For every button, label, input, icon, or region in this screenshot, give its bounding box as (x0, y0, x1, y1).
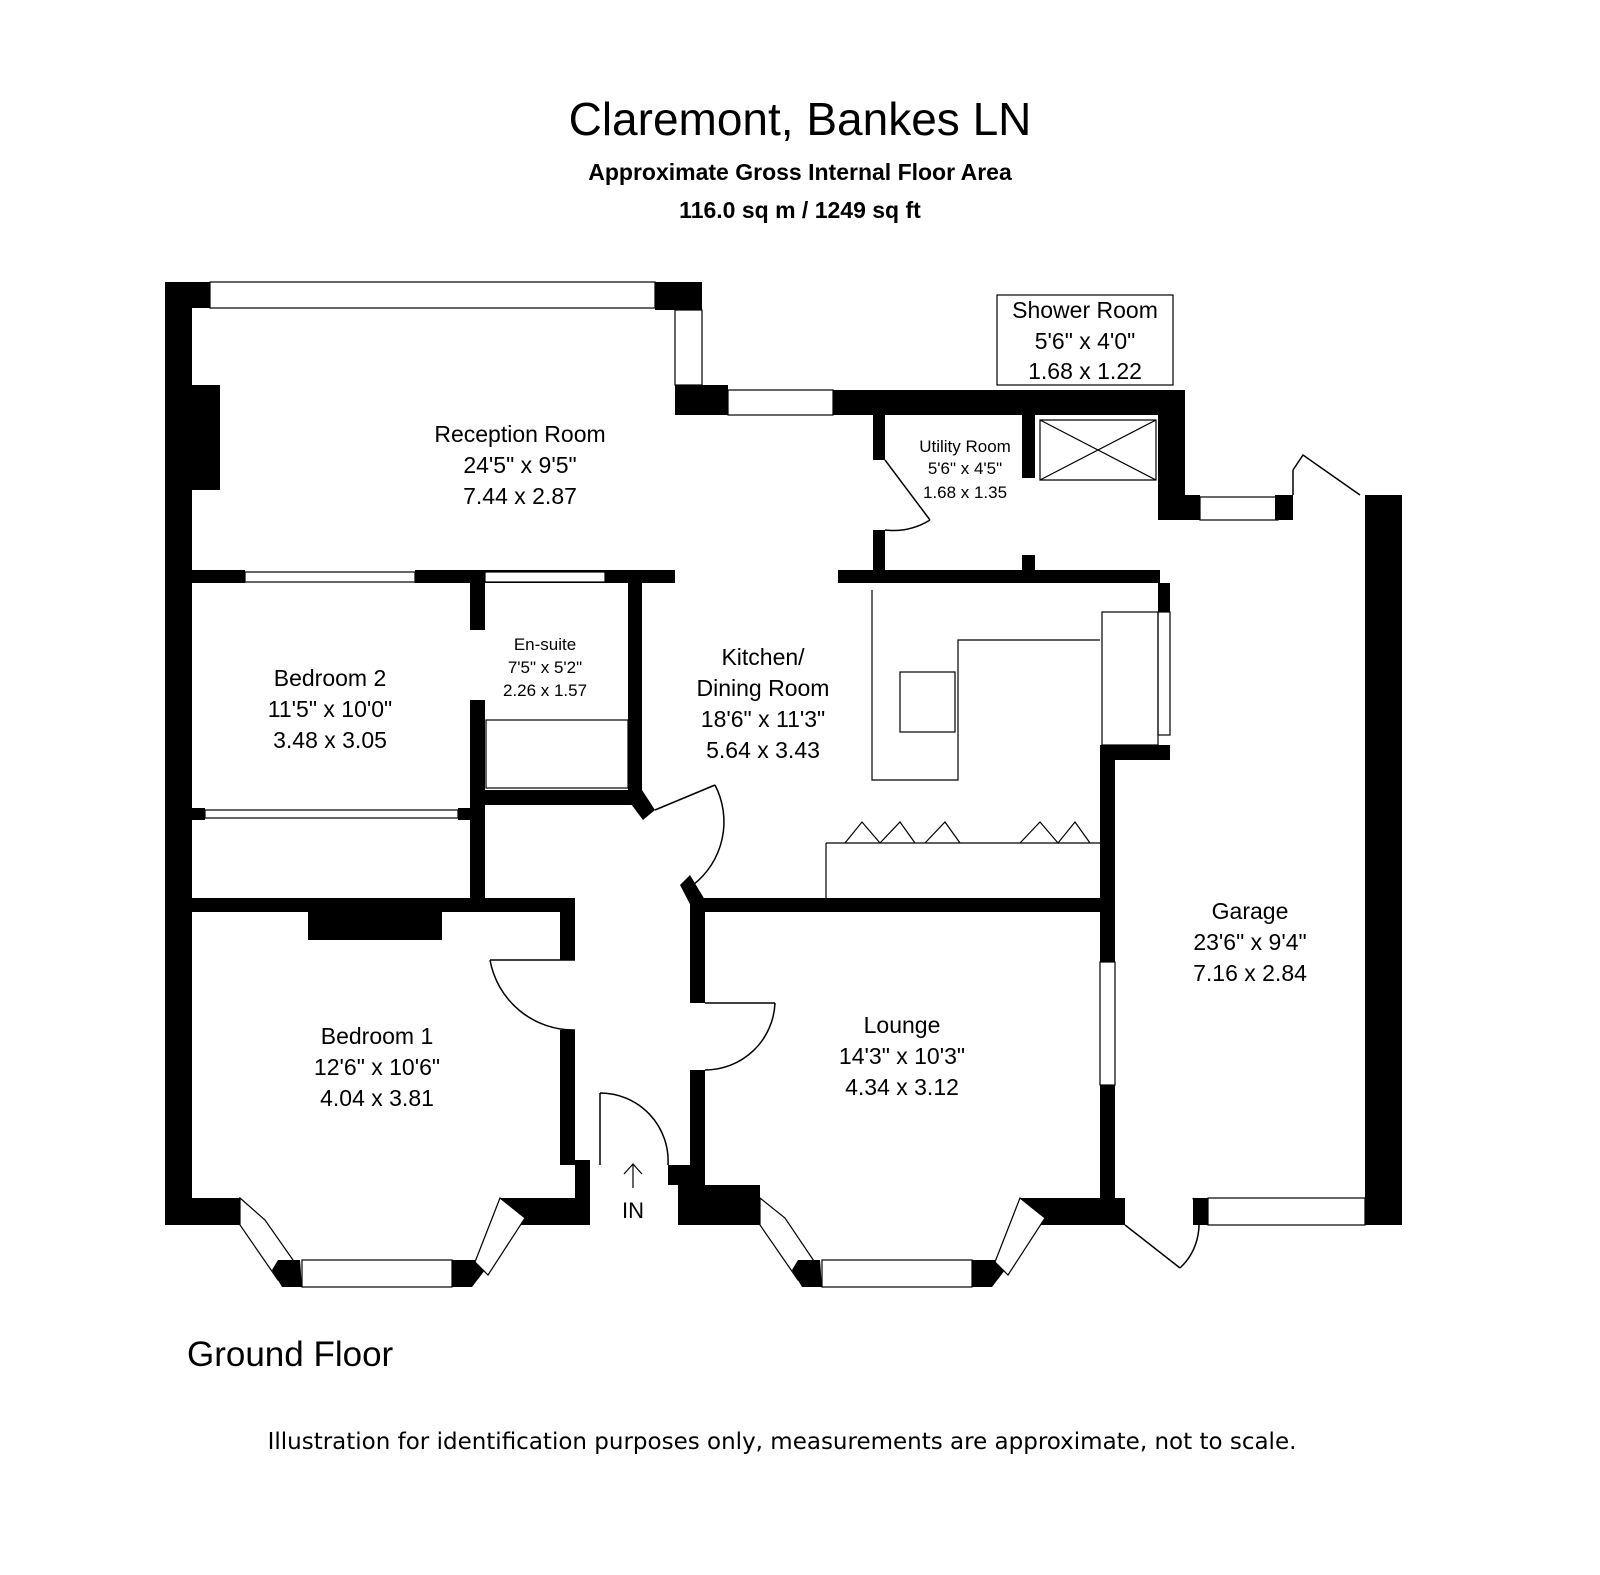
room-name: Shower Room (1012, 297, 1158, 323)
room-metric: 1.68 x 1.22 (1028, 358, 1142, 384)
room-bedroom1: Bedroom 1 12'6" x 10'6" 4.04 x 3.81 (314, 1023, 440, 1111)
room-metric: 7.16 x 2.84 (1193, 960, 1307, 986)
room-metric: 5.64 x 3.43 (706, 737, 820, 763)
room-name: Lounge (864, 1012, 941, 1038)
room-metric: 4.34 x 3.12 (845, 1074, 959, 1100)
room-metric: 3.48 x 3.05 (273, 727, 387, 753)
plan-title: Claremont, Bankes LN (569, 93, 1032, 145)
floor-label: Ground Floor (187, 1335, 394, 1374)
room-metric: 7.44 x 2.87 (463, 483, 577, 509)
room-name: Bedroom 1 (321, 1023, 434, 1049)
room-ensuite: En-suite 7'5" x 5'2" 2.26 x 1.57 (503, 635, 587, 700)
room-name-2: Dining Room (697, 675, 830, 701)
room-lounge: Lounge 14'3" x 10'3" 4.34 x 3.12 (839, 1012, 965, 1100)
room-name: En-suite (514, 635, 576, 654)
room-imperial: 5'6" x 4'0" (1035, 328, 1136, 354)
doors (485, 419, 1361, 1269)
room-imperial: 18'6" x 11'3" (701, 706, 825, 732)
room-imperial: 14'3" x 10'3" (839, 1043, 965, 1069)
room-kitchen: Kitchen/ Dining Room 18'6" x 11'3" 5.64 … (697, 644, 830, 763)
room-utility: Utility Room 5'6" x 4'5" 1.68 x 1.35 (919, 437, 1011, 502)
room-imperial: 5'6" x 4'5" (928, 459, 1002, 478)
room-garage: Garage 23'6" x 9'4" 7.16 x 2.84 (1193, 898, 1307, 986)
room-imperial: 12'6" x 10'6" (314, 1054, 440, 1080)
room-metric: 2.26 x 1.57 (503, 681, 587, 700)
room-imperial: 24'5" x 9'5" (463, 452, 576, 478)
area-value: 116.0 sq m / 1249 sq ft (679, 197, 921, 223)
room-metric: 1.68 x 1.35 (923, 483, 1007, 502)
room-imperial: 11'5" x 10'0" (268, 696, 392, 722)
room-metric: 4.04 x 3.81 (320, 1085, 434, 1111)
room-name: Kitchen/ (721, 644, 805, 670)
room-imperial: 7'5" x 5'2" (508, 658, 582, 677)
room-name: Garage (1212, 898, 1289, 924)
room-name: Bedroom 2 (274, 665, 387, 691)
room-reception: Reception Room 24'5" x 9'5" 7.44 x 2.87 (434, 421, 605, 509)
walls (165, 281, 1402, 1288)
room-imperial: 23'6" x 9'4" (1193, 929, 1306, 955)
disclaimer: Illustration for identification purposes… (268, 1429, 1297, 1455)
area-subtitle: Approximate Gross Internal Floor Area (588, 159, 1012, 185)
room-name: Utility Room (919, 437, 1011, 456)
entrance-arrow-icon (623, 1163, 643, 1188)
room-shower: Shower Room 5'6" x 4'0" 1.68 x 1.22 (996, 294, 1174, 386)
room-name: Reception Room (434, 421, 605, 447)
room-bedroom2: Bedroom 2 11'5" x 10'0" 3.48 x 3.05 (268, 665, 392, 753)
entrance-label: IN (622, 1198, 644, 1223)
